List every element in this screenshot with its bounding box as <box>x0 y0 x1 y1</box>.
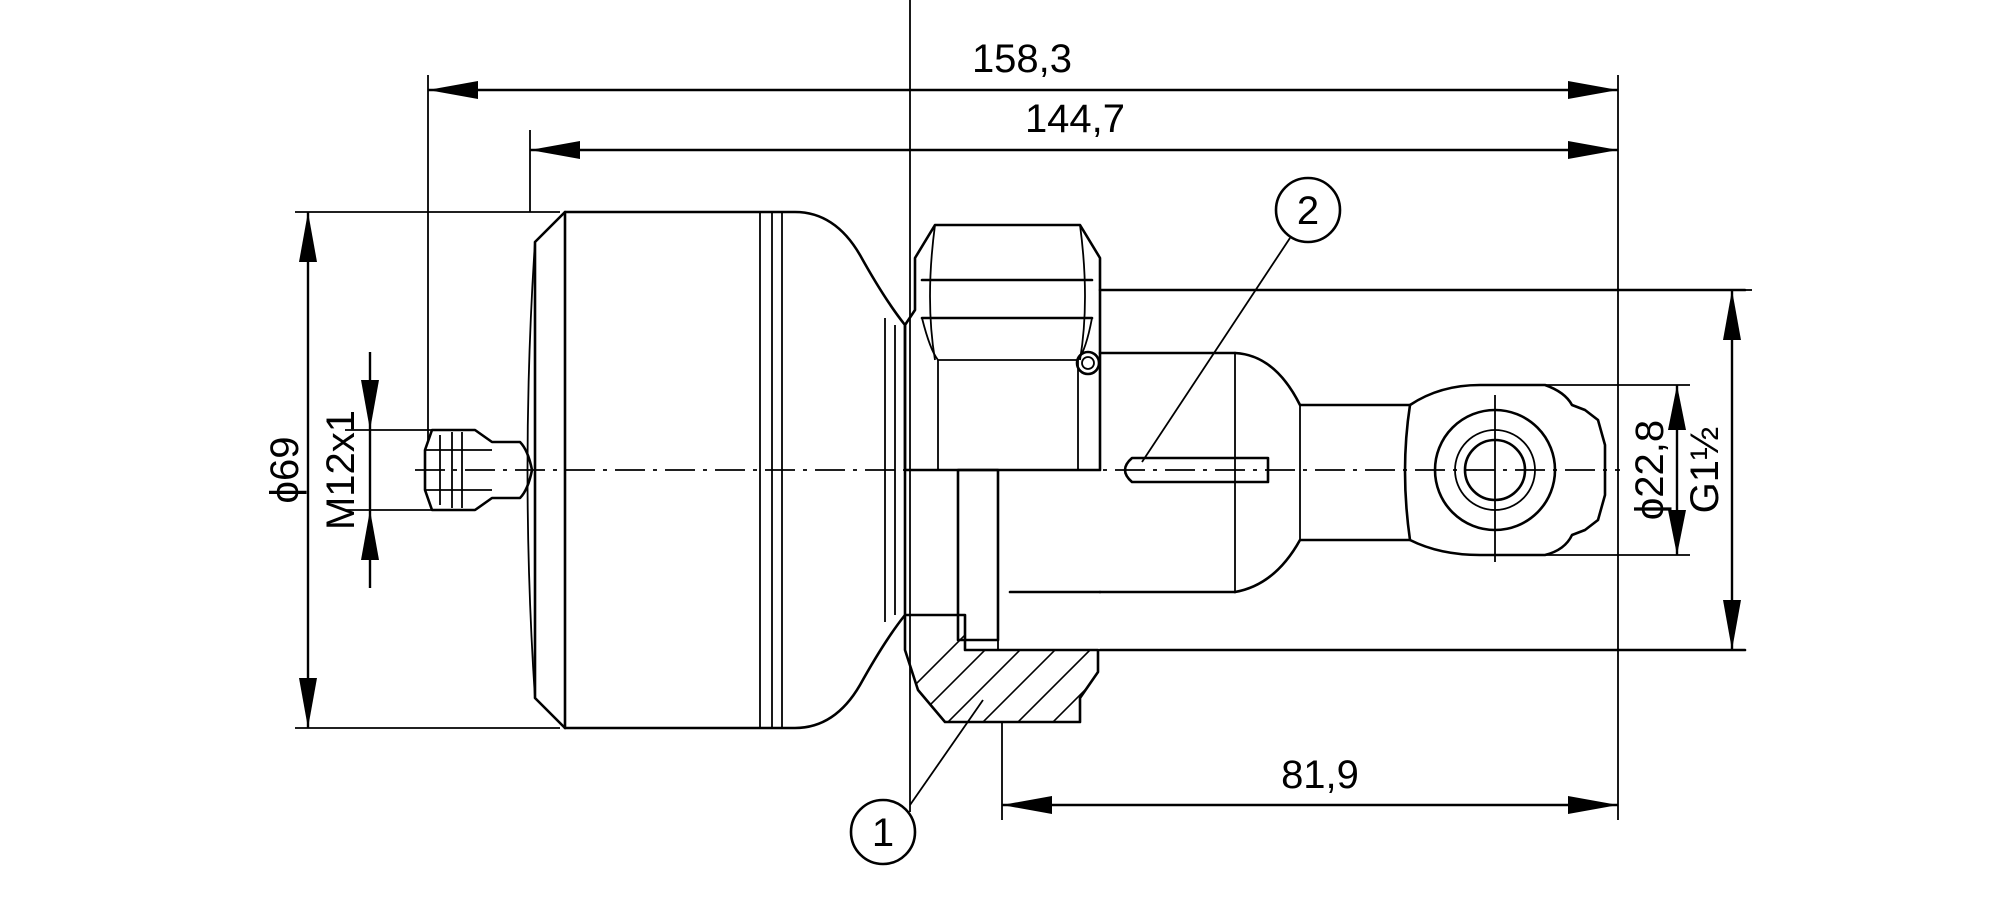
connector-thread-label: M12x1 <box>319 410 363 530</box>
process-adapter <box>1098 288 1747 652</box>
probe-length-label: 81,9 <box>1281 753 1359 797</box>
dimension-probe-length: 81,9 <box>1002 753 1618 814</box>
overall-length-label: 158,3 <box>972 37 1072 81</box>
dimension-overall-length: 158,3 <box>428 37 1618 99</box>
callout-2-circle <box>1274 176 1342 244</box>
m12-connector <box>423 428 534 512</box>
sensor-housing <box>526 210 907 730</box>
body-length-label: 144,7 <box>1025 97 1125 141</box>
sealing-section <box>903 468 1102 724</box>
slot <box>1123 456 1270 484</box>
dimension-housing-diameter: ϕ69 <box>263 212 317 728</box>
dimension-probe-diameter: ϕ22,8 <box>1628 385 1686 555</box>
callout-2-number: 2 <box>1297 189 1319 233</box>
probe-tip <box>1403 383 1607 562</box>
housing-diameter-label: ϕ69 <box>263 437 307 504</box>
hex-nut <box>903 223 1102 472</box>
callout-1-number: 1 <box>872 811 894 855</box>
extension-lines <box>295 75 1752 820</box>
callout-1-circle <box>849 798 917 866</box>
callout-1: 1 <box>849 0 984 866</box>
probe-diameter-label: ϕ22,8 <box>1628 420 1672 520</box>
process-thread-label: G1½ <box>1683 427 1727 514</box>
dimension-connector-thread: M12x1 <box>319 352 379 588</box>
callout-2: 2 <box>1141 176 1342 463</box>
dimension-process-thread: G1½ <box>1683 290 1741 650</box>
dimension-body-length: 144,7 <box>530 97 1618 159</box>
